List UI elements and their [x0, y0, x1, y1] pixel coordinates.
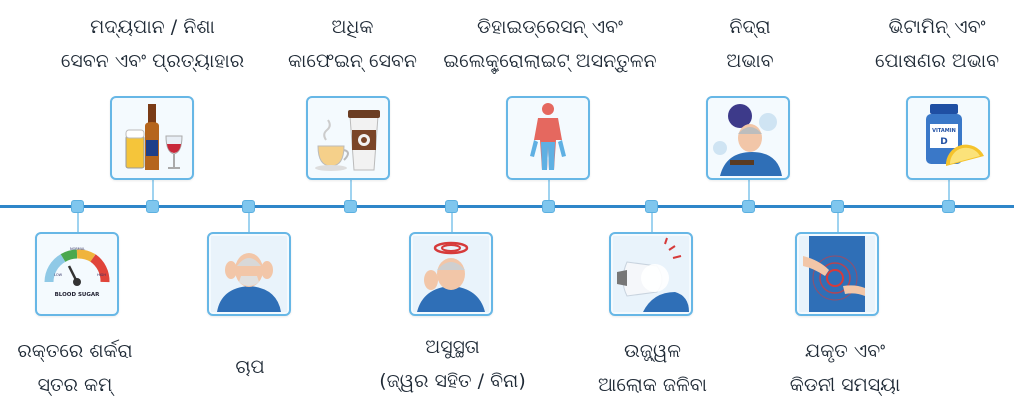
label-line: ଆଲୋକ ଜଳିବା	[597, 374, 707, 396]
label-line: କାଫେଇନ୍ ସେବନ	[287, 50, 418, 72]
card-liver-kidney	[795, 232, 879, 316]
card-illness	[409, 232, 493, 316]
svg-text:BLOOD SUGAR: BLOOD SUGAR	[55, 292, 101, 298]
connector	[948, 180, 950, 202]
label-dehydration: ଡିହାଇଡ୍ରେସନ୍ ଏବଂ ଇଲେକ୍ଟ୍ରୋଲାଇଟ୍ ଅସନ୍ତୁଳନ	[435, 10, 665, 78]
label-line: ରକ୍ତରେ ଶର୍କରା	[17, 340, 133, 362]
label-line: ଉଜ୍ଜ୍ୱଳ	[623, 340, 682, 362]
label-line: ସେବନ ଏବଂ ପ୍ରତ୍ୟାହାର	[60, 50, 245, 72]
label-illness: ଅସୁସ୍ଥତା (ଜ୍ୱର ସହିତ / ବିନା)	[355, 330, 550, 398]
timeline-node	[445, 200, 458, 213]
sick-man-icon	[413, 236, 489, 312]
label-stress: ଚାପ	[200, 350, 300, 384]
connector	[837, 208, 839, 232]
stressed-man-icon	[211, 236, 287, 312]
timeline-node	[242, 200, 255, 213]
svg-text:LOW: LOW	[54, 273, 63, 277]
connector	[77, 208, 79, 232]
connector	[651, 208, 653, 232]
connector	[451, 208, 453, 232]
connector	[748, 180, 750, 202]
label-line: କିଡନୀ ସମସ୍ୟା	[789, 374, 901, 396]
svg-text:HIGH: HIGH	[97, 273, 106, 277]
label-line: ଚାପ	[235, 356, 265, 378]
timeline-node	[146, 200, 159, 213]
label-line: ସ୍ତର କମ୍	[37, 374, 113, 396]
label-bright-light: ଉଜ୍ଜ୍ୱଳ ଆଲୋକ ଜଳିବା	[580, 334, 725, 402]
svg-text:D: D	[940, 137, 947, 147]
label-low-blood-sugar: ରକ୍ତରେ ଶର୍କରା ସ୍ତର କମ୍	[0, 334, 150, 402]
abdominal-pain-icon	[799, 236, 875, 312]
card-stress	[207, 232, 291, 316]
label-line: ନିଦ୍ରା	[729, 16, 771, 38]
label-vitamin-deficiency: ଭିଟାମିନ୍ ଏବଂ ପୋଷଣର ଅଭାବ	[860, 10, 1014, 78]
blood-sugar-gauge-icon: LOW NORMAL HIGH BLOOD SUGAR	[44, 247, 110, 298]
card-alcohol	[110, 96, 194, 180]
timeline-node	[71, 200, 84, 213]
svg-text:VITAMIN: VITAMIN	[932, 128, 956, 134]
timeline-line	[0, 205, 1014, 208]
label-line: ଯକୃତ ଏବଂ	[804, 340, 886, 362]
timeline-node	[344, 200, 357, 213]
label-line: ଅସୁସ୍ଥତା	[425, 336, 480, 358]
alcohol-bottle-glasses-icon	[125, 104, 183, 170]
label-line: ପୋଷଣର ଅଭାବ	[874, 50, 1000, 72]
timeline-node	[831, 200, 844, 213]
label-caffeine: ଅଧିକ କାଫେଇନ୍ ସେବନ	[270, 10, 435, 78]
card-bright-light	[609, 232, 693, 316]
timeline-node	[645, 200, 658, 213]
card-sleep-deprivation	[706, 96, 790, 180]
svg-text:NORMAL: NORMAL	[70, 247, 85, 251]
label-liver-kidney: ଯକୃତ ଏବଂ କିଡନୀ ସମସ୍ୟା	[760, 334, 930, 402]
coffee-cups-icon	[315, 110, 380, 171]
timeline-node	[942, 200, 955, 213]
label-alcohol: ମଦ୍ୟପାନ / ନିଶା ସେବନ ଏବଂ ପ୍ରତ୍ୟାହାର	[50, 10, 255, 78]
vitamin-d-lemon-icon: VITAMIN D	[926, 104, 984, 166]
card-caffeine	[306, 96, 390, 180]
label-line: ଇଲେକ୍ଟ୍ରୋଲାଇଟ୍ ଅସନ୍ତୁଳନ	[443, 50, 657, 72]
label-line: ଭିଟାମିନ୍ ଏବଂ	[888, 16, 986, 38]
card-vitamin-deficiency: VITAMIN D	[906, 96, 990, 180]
label-line: ଅଭାବ	[726, 50, 774, 72]
label-sleep-deprivation: ନିଦ୍ରା ଅଭାବ	[700, 10, 800, 78]
timeline-node	[742, 200, 755, 213]
connector	[152, 180, 154, 202]
card-low-blood-sugar: LOW NORMAL HIGH BLOOD SUGAR	[35, 232, 119, 316]
timeline-node	[542, 200, 555, 213]
label-line: (ଜ୍ୱର ସହିତ / ବିନା)	[379, 370, 526, 392]
label-line: ମଦ୍ୟପାନ / ନିଶା	[90, 16, 215, 38]
bright-light-bulb-icon	[613, 236, 689, 312]
connector	[248, 208, 250, 232]
human-body-icon	[530, 103, 566, 170]
label-line: ଡିହାଇଡ୍ରେସନ୍ ଏବଂ	[476, 16, 623, 38]
connector	[548, 180, 550, 202]
card-dehydration	[506, 96, 590, 180]
label-line: ଅଧିକ	[331, 16, 374, 38]
sleepless-man-icon	[713, 104, 782, 176]
connector	[350, 180, 352, 202]
